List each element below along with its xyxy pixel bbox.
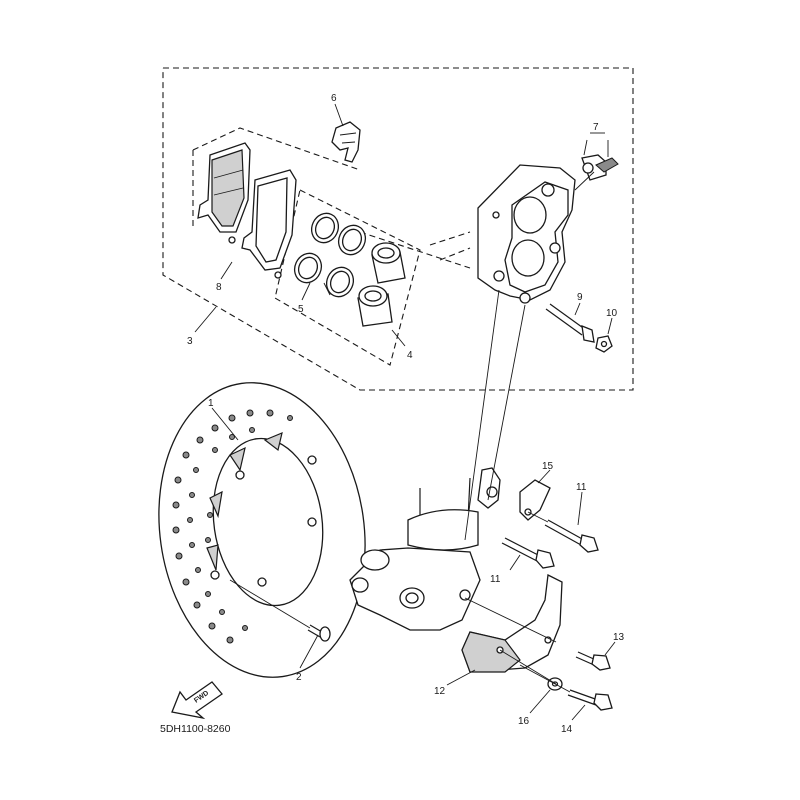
callout-5: 5 bbox=[298, 304, 304, 315]
hose-guide bbox=[519, 479, 551, 521]
caliper-assembly-outline bbox=[162, 67, 634, 391]
pad-spring bbox=[331, 121, 361, 163]
callout-9: 9 bbox=[577, 292, 583, 303]
pistons bbox=[357, 242, 406, 327]
callout-11-upper: 11 bbox=[576, 482, 587, 493]
callout-12: 12 bbox=[434, 686, 446, 697]
callout-6: 6 bbox=[331, 93, 337, 104]
caliper-bolt bbox=[545, 303, 595, 343]
callout-10: 10 bbox=[606, 308, 618, 319]
bolt-11-upper bbox=[544, 519, 599, 553]
bolt-11-lower bbox=[501, 537, 555, 569]
bolt-14 bbox=[567, 689, 613, 711]
piston-kit-outline bbox=[274, 189, 421, 366]
brake-disc bbox=[158, 382, 366, 678]
fork-leg bbox=[349, 467, 501, 631]
callout-13: 13 bbox=[613, 632, 625, 643]
callout-8: 8 bbox=[216, 282, 222, 293]
callout-1: 1 bbox=[208, 398, 214, 409]
brake-pad-rear bbox=[241, 169, 297, 279]
bleed-screw bbox=[581, 154, 619, 181]
caliper-nut bbox=[595, 335, 613, 353]
disc-cover bbox=[461, 574, 563, 673]
callout-4: 4 bbox=[407, 350, 413, 361]
bolt-13 bbox=[575, 651, 611, 671]
callout-2: 2 bbox=[296, 672, 302, 683]
callout-15: 15 bbox=[542, 461, 554, 472]
callout-3: 3 bbox=[187, 336, 193, 347]
leader-lines bbox=[194, 103, 616, 721]
callout-11-lower: 11 bbox=[490, 574, 501, 585]
forward-arrow-icon: FWD bbox=[171, 681, 223, 720]
callout-7: 7 bbox=[593, 122, 599, 133]
drawing-code: 5DH1100-8260 bbox=[160, 723, 231, 735]
piston-seals bbox=[293, 212, 367, 298]
brake-caliper bbox=[477, 164, 576, 304]
brake-pad-front bbox=[197, 142, 251, 244]
callout-16: 16 bbox=[518, 716, 530, 727]
assembly-lines bbox=[229, 171, 595, 693]
callout-14: 14 bbox=[561, 724, 573, 735]
pad-set-outline bbox=[192, 127, 361, 171]
